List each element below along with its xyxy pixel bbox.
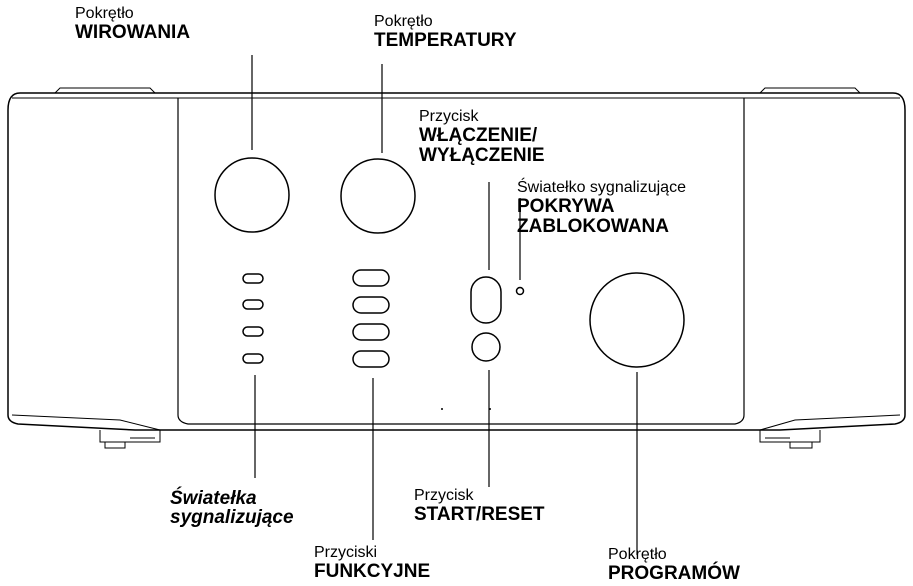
label-temperature-knob: Pokrętło TEMPERATURY bbox=[374, 13, 517, 51]
function-buttons-caption: Przyciski bbox=[314, 544, 378, 561]
label-power-button: Przycisk WŁĄCZENIE/ WYŁĄCZENIE bbox=[419, 108, 545, 166]
start-reset-name: START/RESET bbox=[414, 504, 545, 525]
center-panel bbox=[177, 98, 745, 425]
lid-lock-light-caption: Światełko sygnalizujące bbox=[517, 179, 686, 196]
spin-knob-caption: Pokrętło bbox=[75, 5, 134, 22]
temperature-knob-name: TEMPERATURY bbox=[374, 30, 517, 51]
indicator-light bbox=[242, 353, 264, 364]
lid-lock-light-name-line2: ZABLOKOWANA bbox=[517, 216, 669, 237]
program-knob-name: PROGRAMÓW bbox=[608, 563, 740, 584]
indicator-light bbox=[242, 326, 264, 337]
label-start-reset: Przycisk START/RESET bbox=[414, 487, 545, 525]
power-button-caption: Przycisk bbox=[419, 108, 479, 125]
spin-knob bbox=[214, 157, 290, 233]
indicator-light bbox=[242, 273, 264, 284]
panel-outline bbox=[7, 92, 906, 431]
lid-lock-light bbox=[515, 286, 525, 296]
function-button bbox=[352, 269, 390, 287]
lid-lock-light-name-line1: POKRYWA bbox=[517, 196, 615, 217]
indicator-lights-line2: sygnalizujące bbox=[170, 507, 294, 528]
start-reset-caption: Przycisk bbox=[414, 487, 474, 504]
program-knob-caption: Pokrętło bbox=[608, 546, 667, 563]
indicator-lights-line1: Światełka bbox=[170, 488, 257, 509]
temperature-knob bbox=[340, 158, 416, 234]
function-button bbox=[352, 350, 390, 368]
indicator-light bbox=[242, 299, 264, 310]
function-buttons-name: FUNKCYJNE bbox=[314, 561, 431, 582]
power-button-name-line1: WŁĄCZENIE/ bbox=[419, 125, 538, 146]
label-spin-knob: Pokrętło WIROWANIA bbox=[75, 5, 191, 43]
label-lid-lock-light: Światełko sygnalizujące POKRYWA ZABLOKOW… bbox=[517, 179, 686, 237]
label-indicator-lights: Światełka sygnalizujące bbox=[170, 489, 294, 527]
spin-knob-name: WIROWANIA bbox=[75, 22, 191, 43]
label-program-knob: Pokrętło PROGRAMÓW bbox=[608, 546, 740, 584]
power-button-name-line2: WYŁĄCZENIE bbox=[419, 145, 545, 166]
function-button bbox=[352, 323, 390, 341]
power-button bbox=[470, 276, 502, 324]
function-button bbox=[352, 296, 390, 314]
program-knob bbox=[589, 272, 685, 368]
temperature-knob-caption: Pokrętło bbox=[374, 13, 433, 30]
start-reset-button bbox=[471, 332, 501, 362]
label-function-buttons: Przyciski FUNKCYJNE bbox=[314, 544, 431, 582]
